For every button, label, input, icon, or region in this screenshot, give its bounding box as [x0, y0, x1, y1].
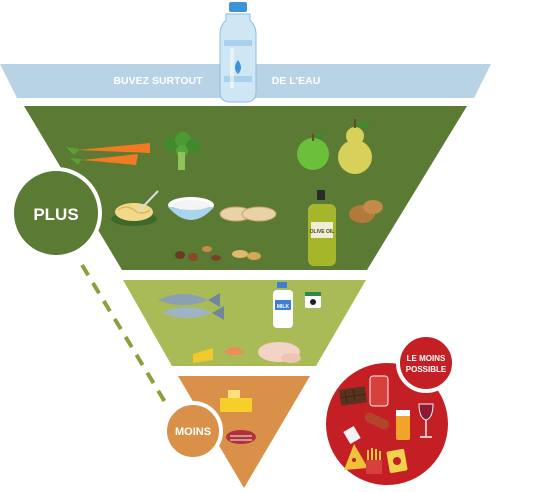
fries-icon — [366, 448, 382, 474]
wine-glass-icon — [418, 403, 434, 438]
fish-icon — [158, 293, 224, 320]
shrimp-icon — [224, 347, 244, 356]
chocolate-icon — [339, 386, 367, 406]
rice-bowl-icon — [168, 197, 214, 220]
chicken-icon — [258, 342, 301, 363]
apple-icon — [297, 133, 329, 170]
pyramid-tier-medium — [123, 280, 366, 366]
moins-label: MOINS — [175, 426, 211, 438]
beer-glass-icon — [396, 410, 410, 440]
olive-oil-bottle-icon: OLIVE OIL — [308, 190, 336, 266]
least-possible-badge — [396, 333, 456, 393]
broccoli-icon — [165, 132, 200, 170]
milk-bottle-icon: MILK — [273, 282, 293, 328]
bread-slices-icon — [219, 206, 277, 222]
potatoes-icon — [349, 200, 383, 223]
moins-badge — [163, 401, 223, 461]
water-bottle-icon — [219, 2, 257, 103]
pear-icon — [338, 119, 372, 174]
pasta-icon — [111, 190, 159, 226]
chips-bag-icon — [386, 448, 408, 474]
least-possible-line1: LE MOINS — [407, 354, 446, 363]
beans-nuts-icon — [175, 246, 261, 261]
milk-label: MILK — [277, 304, 290, 310]
banner-left-text: BUVEZ SURTOUT — [113, 75, 203, 87]
plus-moins-dashed-connector — [80, 263, 167, 404]
cheese-icon — [193, 348, 213, 363]
yogurt-icon — [305, 292, 321, 308]
banner-right-text: DE L'EAU — [272, 75, 321, 87]
sausage-icon — [364, 412, 390, 430]
plus-label: PLUS — [33, 205, 78, 224]
soda-can-icon — [369, 375, 389, 407]
butter-icon — [220, 390, 252, 412]
least-possible-line2: POSSIBLE — [406, 365, 447, 374]
ice-cream-icon — [343, 425, 361, 445]
carrots-icon — [66, 143, 150, 165]
steak-icon — [226, 430, 256, 444]
plus-badge — [10, 167, 102, 259]
olive-oil-label: OLIVE OIL — [310, 229, 335, 235]
pizza-slice-icon — [344, 444, 368, 470]
